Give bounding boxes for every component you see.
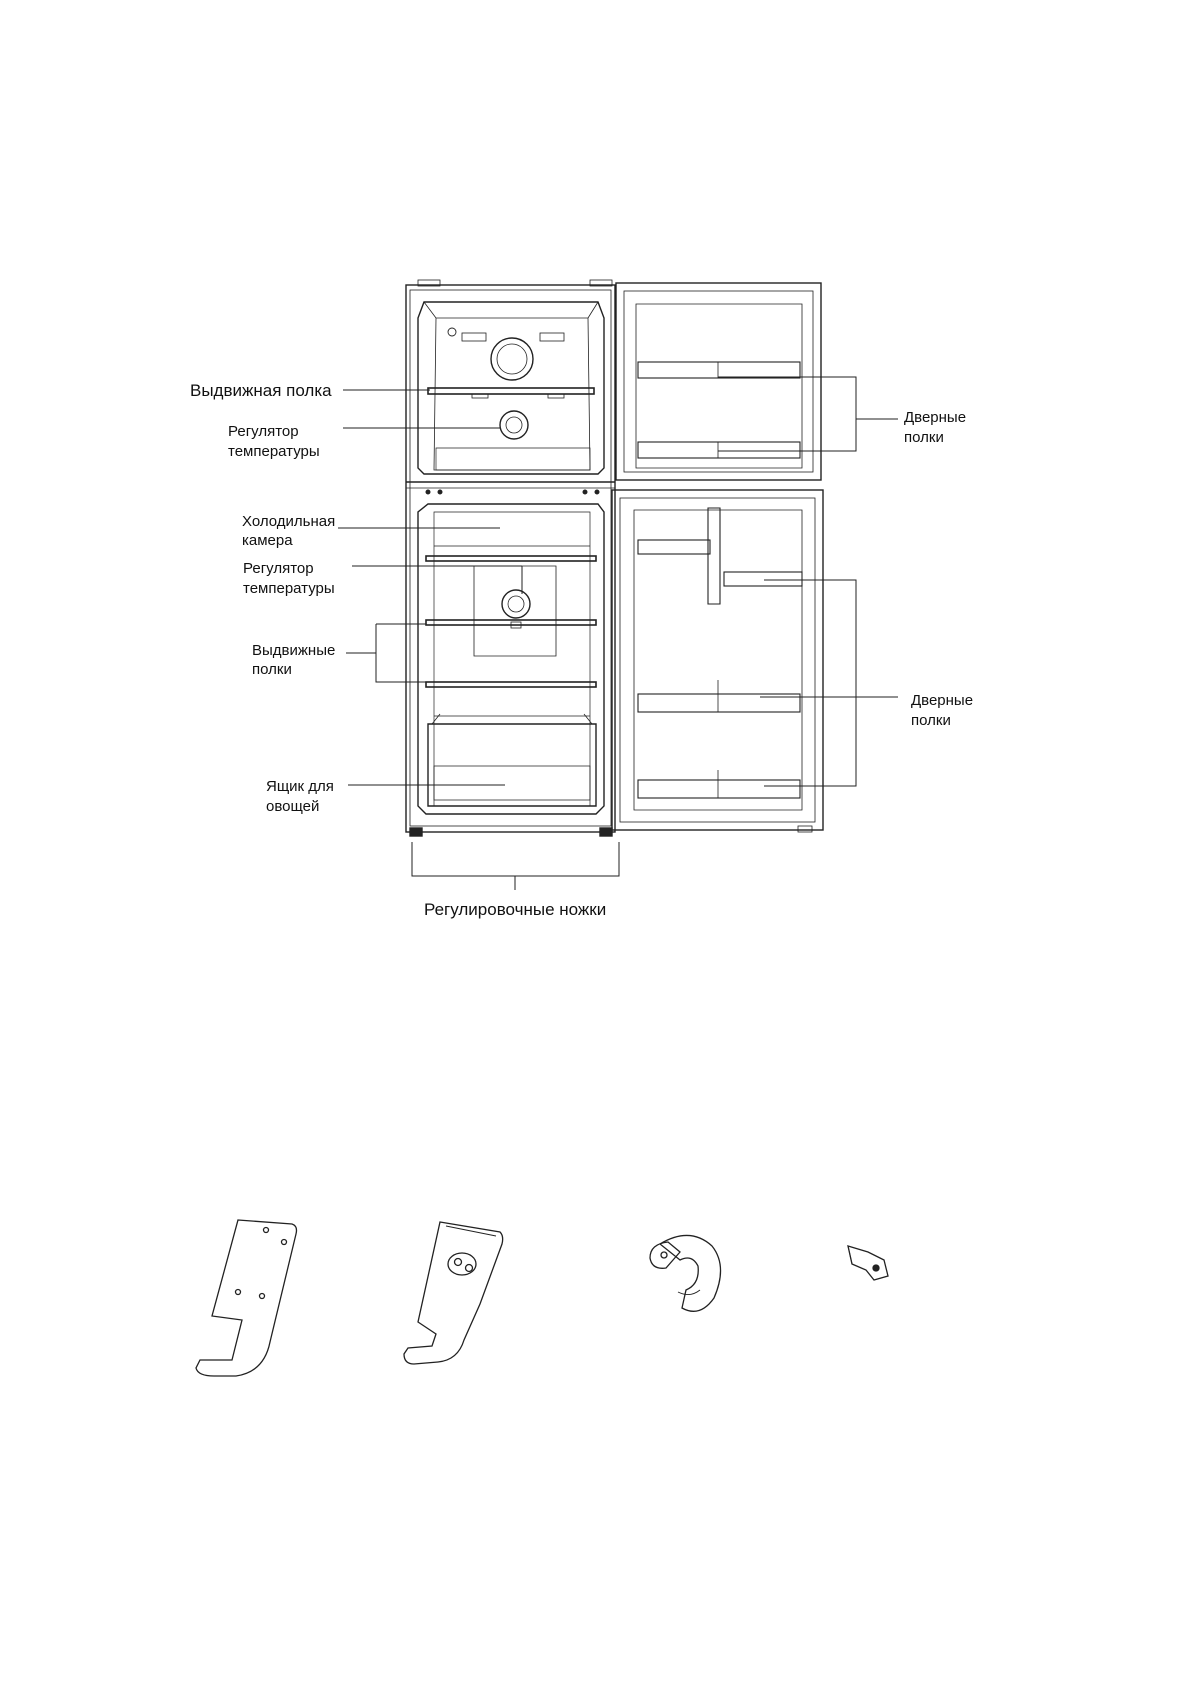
- refrigerator-drawing: [405, 279, 824, 837]
- middle-hinge-bracket-icon: [403, 1221, 504, 1365]
- door-stopper-icon: [649, 1234, 722, 1312]
- freezer-door: [615, 282, 822, 481]
- label-vegetable-drawer-1: Ящик для: [266, 778, 334, 795]
- label-vegetable-drawer-2: овощей: [266, 798, 319, 815]
- cabinet-body: [405, 284, 616, 833]
- freezer-compartment: [417, 301, 605, 475]
- adjustable-foot-right: [599, 827, 613, 837]
- label-door-shelves-bottom-2: полки: [911, 712, 951, 729]
- label-pull-out-shelf: Выдвижная полка: [190, 381, 332, 400]
- label-fridge-temp-1: Регулятор: [243, 560, 314, 577]
- label-fridge-chamber-2: камера: [242, 532, 293, 549]
- label-freezer-temp-1: Регулятор: [228, 423, 299, 440]
- label-door-shelves-top-2: полки: [904, 429, 944, 446]
- label-pull-out-shelves-1: Выдвижные: [252, 642, 335, 659]
- label-adjustable-feet: Регулировочные ножки: [424, 900, 606, 919]
- label-fridge-chamber-1: Холодильная: [242, 513, 335, 530]
- label-door-shelves-top-1: Дверные: [904, 409, 966, 426]
- label-fridge-temp-2: температуры: [243, 580, 335, 597]
- lower-hinge-bracket-icon: [195, 1219, 298, 1377]
- adjustable-foot-left: [409, 827, 423, 837]
- label-door-shelves-bottom-1: Дверные: [911, 692, 973, 709]
- parts-row: [195, 1219, 889, 1377]
- label-pull-out-shelves-2: полки: [252, 661, 292, 678]
- fridge-compartment: [417, 489, 605, 815]
- fridge-door: [611, 489, 824, 833]
- label-freezer-temp-2: температуры: [228, 443, 320, 460]
- callout-labels: Выдвижная полка Регулятор температуры Хо…: [190, 381, 973, 919]
- small-clip-icon: [847, 1245, 889, 1281]
- leader-lines: [338, 376, 898, 890]
